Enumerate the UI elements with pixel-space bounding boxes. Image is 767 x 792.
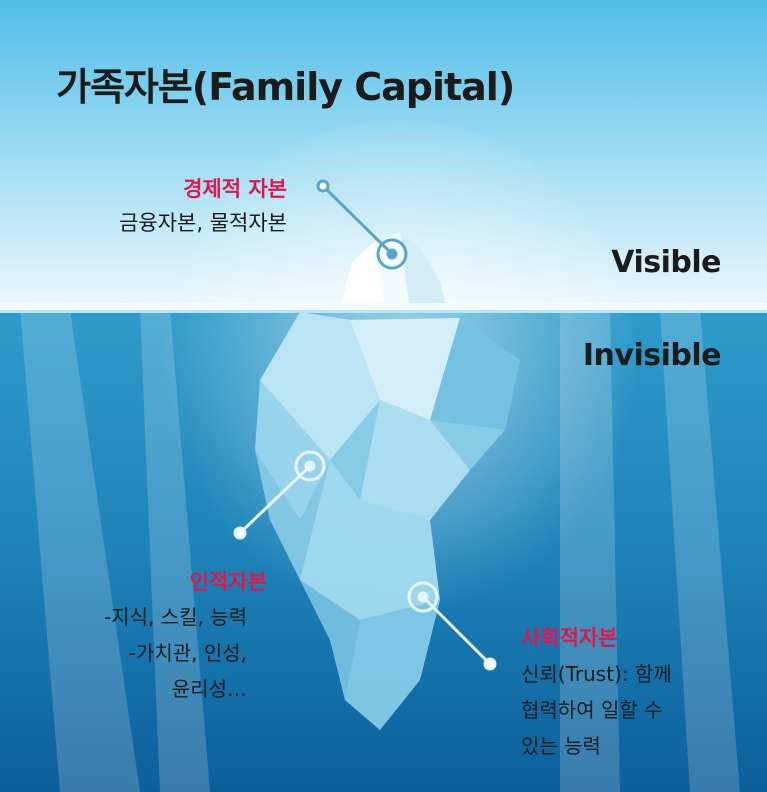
human-capital-line: 윤리성… <box>171 677 247 701</box>
human-capital-line: -가치관, 인성, <box>128 641 247 665</box>
iceberg-underwater <box>255 312 520 730</box>
economic-capital-description: 금융자본, 물적자본 <box>119 211 287 235</box>
diagram-title: 가족자본(Family Capital) <box>56 65 515 109</box>
social-capital-line: 있는 능력 <box>521 734 601 758</box>
waterline <box>0 303 767 313</box>
social-capital-line: 협력하여 일할 수 <box>521 698 663 722</box>
visible-label: Visible <box>611 245 721 280</box>
social-capital-line: 신뢰(Trust): 함께 <box>521 662 672 686</box>
light-rays <box>20 310 740 792</box>
invisible-label: Invisible <box>582 338 722 373</box>
economic-pointer <box>316 179 408 270</box>
human-capital-line: -지식, 스킬, 능력 <box>103 605 247 629</box>
human-capital-heading: 인적자본 <box>189 570 267 594</box>
iceberg-tip <box>340 232 448 312</box>
economic-capital-heading: 경제적 자본 <box>183 177 287 201</box>
social-capital-heading: 사회적자본 <box>521 626 618 650</box>
human-pointer <box>233 450 326 540</box>
social-pointer <box>407 581 497 671</box>
